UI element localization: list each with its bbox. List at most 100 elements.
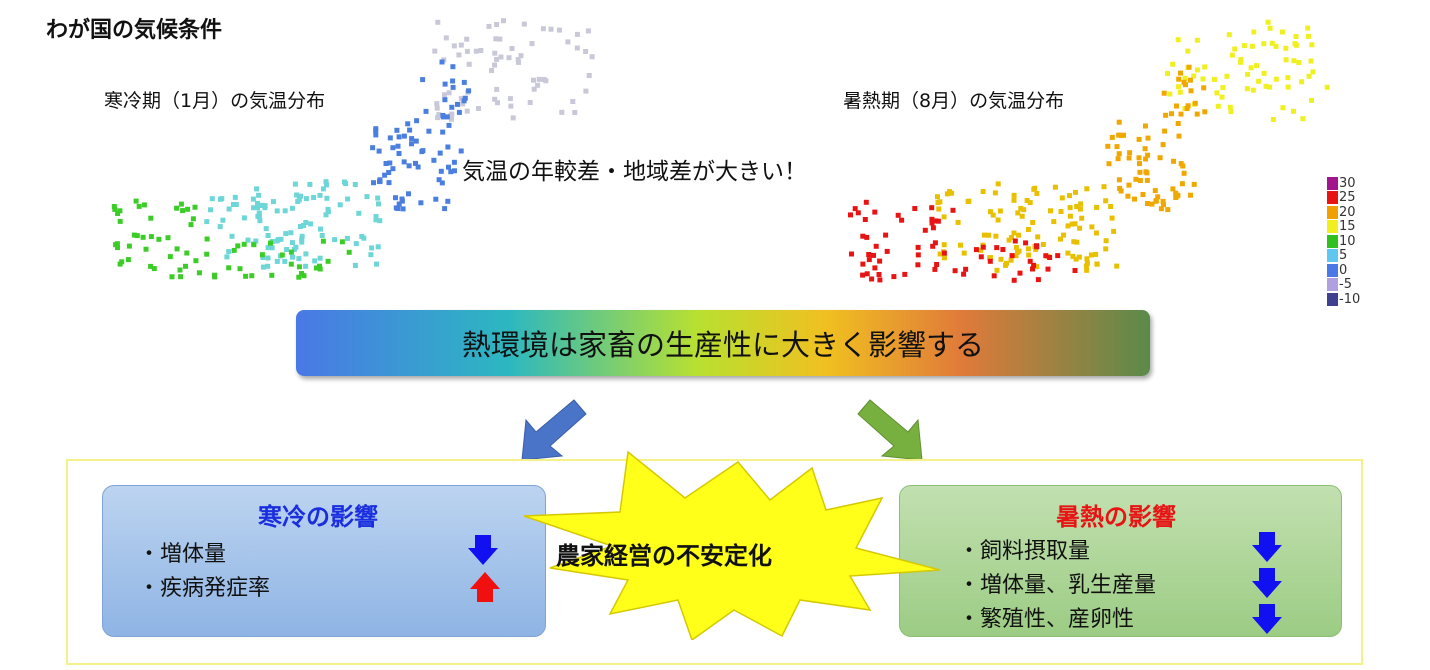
station-point <box>361 235 367 241</box>
station-point <box>1137 178 1143 183</box>
station-point <box>1032 185 1038 191</box>
station-point <box>1228 109 1234 115</box>
station-point <box>1170 186 1176 192</box>
station-point <box>1232 46 1238 52</box>
station-point <box>1033 246 1039 252</box>
station-point <box>450 64 456 70</box>
station-point <box>1030 266 1035 272</box>
station-point <box>251 205 257 211</box>
station-point <box>461 98 467 104</box>
station-point <box>396 134 402 140</box>
station-point <box>1084 260 1090 266</box>
station-point <box>169 274 175 280</box>
station-point <box>866 252 872 257</box>
station-point <box>1021 207 1027 213</box>
station-point <box>269 245 275 251</box>
station-point <box>476 106 481 111</box>
station-point <box>232 194 238 200</box>
station-point <box>860 261 866 267</box>
station-point <box>1293 34 1299 39</box>
station-point <box>1143 123 1148 129</box>
station-point <box>368 252 374 258</box>
station-point <box>1163 112 1169 118</box>
station-point <box>1181 79 1187 85</box>
station-point <box>1241 43 1247 49</box>
station-point <box>393 195 398 201</box>
station-point <box>134 233 140 239</box>
station-point <box>915 262 921 268</box>
station-point <box>352 182 358 187</box>
legend-item: 15 <box>1327 219 1356 234</box>
station-point <box>374 261 379 267</box>
station-point <box>495 100 500 106</box>
station-point <box>464 48 470 54</box>
station-point <box>1245 71 1251 77</box>
station-point <box>1114 144 1120 150</box>
station-point <box>464 108 470 114</box>
station-point <box>556 27 562 33</box>
station-point <box>400 206 406 212</box>
station-point <box>396 151 402 156</box>
station-point <box>466 61 472 67</box>
heat-item-1: ・飼料摂取量 <box>958 539 1091 564</box>
station-point <box>1125 193 1131 199</box>
station-point <box>320 186 326 192</box>
station-point <box>112 206 118 212</box>
down-arrow-icon <box>1252 568 1282 598</box>
main-message: 気温の年較差・地域差が大きい！ <box>462 159 807 185</box>
station-point <box>178 201 184 207</box>
station-point <box>204 251 210 257</box>
station-point <box>1116 177 1122 183</box>
station-point <box>117 218 123 224</box>
down-arrow-icon <box>1252 604 1282 634</box>
station-point <box>991 273 997 279</box>
instability-label: 農家経営の不安定化 <box>556 542 772 570</box>
station-point <box>253 238 259 244</box>
station-point <box>869 276 875 282</box>
station-point <box>1045 266 1051 272</box>
station-point <box>1101 184 1107 190</box>
station-point <box>1103 238 1109 244</box>
heat-item-2: ・増体量、乳生産量 <box>958 573 1157 598</box>
station-point <box>448 169 454 175</box>
station-point <box>307 181 313 187</box>
station-point <box>442 92 447 98</box>
station-point <box>332 237 338 243</box>
station-point <box>413 138 419 144</box>
station-point <box>1145 135 1151 141</box>
station-point <box>1111 228 1117 234</box>
station-point <box>1160 198 1166 204</box>
station-point <box>1011 230 1017 236</box>
station-point <box>1152 188 1158 194</box>
station-point <box>375 244 381 250</box>
station-point <box>288 261 294 267</box>
station-point <box>980 244 986 250</box>
winter-map-label: 寒冷期（1月）の気温分布 <box>104 90 326 112</box>
station-point <box>1170 61 1176 67</box>
station-point <box>860 272 866 278</box>
station-point <box>1194 67 1200 73</box>
station-point <box>518 53 524 59</box>
legend-label: 25 <box>1339 190 1356 205</box>
station-point <box>1084 267 1090 273</box>
station-point <box>278 236 284 242</box>
station-point <box>1089 224 1095 230</box>
station-point <box>1153 198 1159 204</box>
station-point <box>1137 161 1142 167</box>
station-point <box>930 243 936 249</box>
station-point <box>1027 200 1033 206</box>
station-point <box>492 96 498 102</box>
station-point <box>1052 184 1058 190</box>
station-point <box>516 59 521 65</box>
station-point <box>531 86 537 92</box>
legend-label: 10 <box>1339 233 1356 249</box>
station-point <box>299 236 305 242</box>
station-point <box>290 240 295 246</box>
summer-map-label: 暑熱期（8月）の気温分布 <box>843 90 1065 112</box>
station-point <box>255 205 261 211</box>
station-point <box>1067 205 1073 211</box>
station-point <box>1025 246 1031 252</box>
station-point <box>1118 188 1124 194</box>
station-point <box>297 224 303 229</box>
